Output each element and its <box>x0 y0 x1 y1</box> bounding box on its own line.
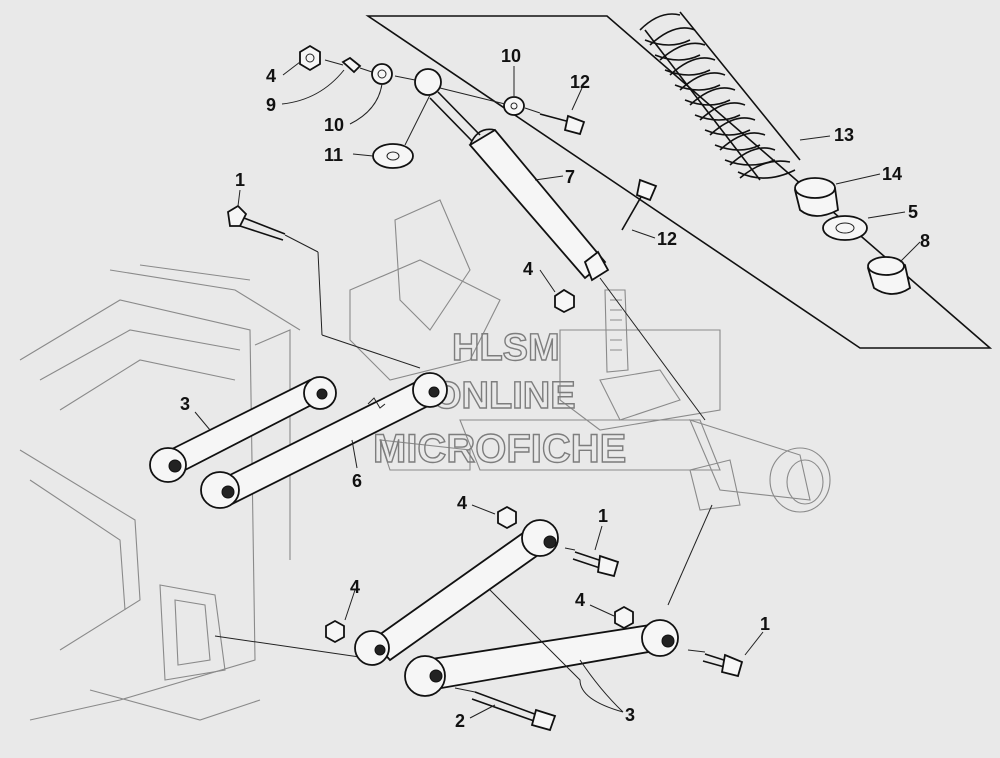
watermark: HLSM ONLINE MICROFICHE <box>372 326 627 471</box>
shock-washer <box>372 143 414 169</box>
shock-absorber <box>414 68 610 282</box>
callout-4-mid: 4 <box>523 259 533 279</box>
lower-rear-link-arm <box>200 372 448 509</box>
callout-4-lower-a: 4 <box>457 493 467 513</box>
shock-top-nut <box>299 44 321 72</box>
shock-spacer <box>341 56 362 74</box>
callout-13: 13 <box>834 125 854 145</box>
shock-bottom-nut <box>554 288 575 314</box>
callout-labels: 4 9 10 11 10 12 7 12 4 13 14 5 8 1 3 6 4… <box>180 46 930 731</box>
spring-kit-box <box>365 15 993 349</box>
callout-3-left: 3 <box>180 394 190 414</box>
callout-14: 14 <box>882 164 902 184</box>
watermark-line-3: MICROFICHE <box>373 427 626 471</box>
shock-top-bolt <box>539 113 586 136</box>
shock-bushing <box>371 63 393 85</box>
callout-leaders <box>194 61 921 719</box>
callout-6: 6 <box>352 471 362 491</box>
lower-arm-nut-a <box>497 505 517 530</box>
callout-10-left: 10 <box>324 115 344 135</box>
upper-link-bolt <box>227 204 286 241</box>
leader-lines <box>214 59 713 693</box>
lower-arm-bolt-rear <box>471 691 557 732</box>
callout-8: 8 <box>920 231 930 251</box>
watermark-line-2: ONLINE <box>432 375 576 417</box>
callout-4-lower-b: 4 <box>350 577 360 597</box>
shock-washer-right <box>503 96 525 116</box>
callout-1-top: 1 <box>235 170 245 190</box>
callout-7: 7 <box>565 167 575 187</box>
coil-spring <box>639 11 801 181</box>
upper-rear-link-arm <box>149 376 337 483</box>
callout-4-lower-c: 4 <box>575 590 585 610</box>
callout-4-top: 4 <box>266 66 276 86</box>
callout-3-bottom: 3 <box>625 705 635 725</box>
lower-arm-bolt-right <box>702 653 744 678</box>
watermark-line-1: HLSM <box>452 327 560 369</box>
callout-2: 2 <box>455 711 465 731</box>
callout-1-mid: 1 <box>598 506 608 526</box>
spring-washer <box>822 215 868 241</box>
spring-bushing <box>866 256 912 295</box>
callout-1-right: 1 <box>760 614 770 634</box>
shock-bottom-bolt <box>621 178 658 231</box>
rear-axle-assembly <box>349 199 831 513</box>
chassis-frame <box>19 264 301 721</box>
lower-arm-bolt-front <box>572 551 620 578</box>
lower-arm-nut-b <box>325 619 345 644</box>
callout-12-top: 12 <box>570 72 590 92</box>
callout-5: 5 <box>908 202 918 222</box>
callout-10-right: 10 <box>501 46 521 66</box>
callout-9: 9 <box>266 95 276 115</box>
callout-12-mid: 12 <box>657 229 677 249</box>
lower-control-arm <box>354 519 679 697</box>
lower-arm-nut-c <box>614 605 634 630</box>
spring-collar <box>793 177 839 217</box>
callout-11: 11 <box>324 145 343 165</box>
